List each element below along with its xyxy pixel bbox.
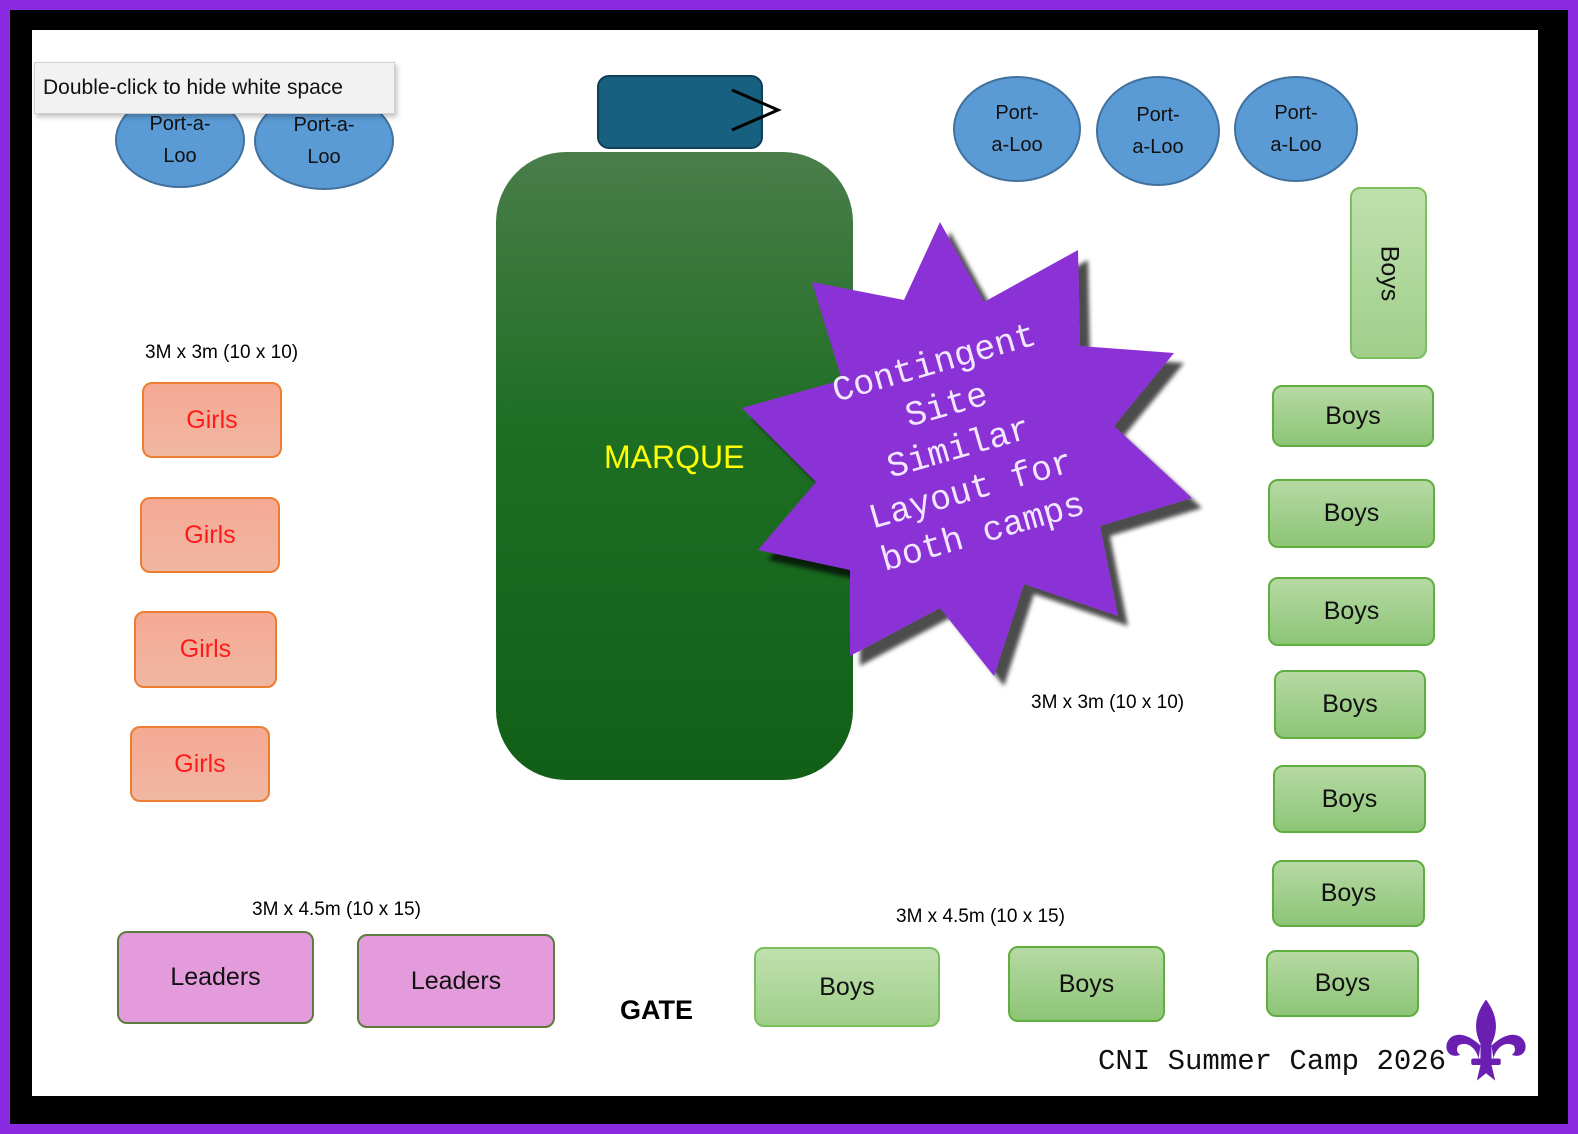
camp-title: CNI Summer Camp 2026: [1098, 1045, 1447, 1078]
arrow-icon: [731, 88, 782, 132]
girls-tent-3: Girls: [134, 611, 277, 688]
starburst-callout: Contingent Site Similar Layout for both …: [742, 222, 1192, 676]
hide-white-space-tooltip[interactable]: Double-click to hide white space: [34, 62, 395, 114]
leaders-tent-1: Leaders: [117, 931, 314, 1024]
boys-tent-r4: Boys: [1274, 670, 1426, 739]
boys-large-tent-size: 3M x 4.5m (10 x 15): [896, 906, 1065, 927]
leaders-tent-2: Leaders: [357, 934, 555, 1028]
porta-loo-4: Port-a-Loo: [1096, 76, 1220, 186]
boys-tent-size: 3M x 3m (10 x 10): [1031, 692, 1185, 713]
girls-tent-2: Girls: [140, 497, 280, 573]
boys-tent-r5: Boys: [1273, 765, 1426, 833]
entrance-block: [597, 75, 763, 149]
boys-tent-r2: Boys: [1268, 479, 1435, 548]
boys-tent-r1: Boys: [1272, 385, 1434, 447]
boys-tent-r3: Boys: [1268, 577, 1435, 646]
boys-tent-r6: Boys: [1272, 860, 1425, 927]
boys-tent-vertical: Boys: [1350, 187, 1427, 359]
boys-tent-b2: Boys: [1008, 946, 1165, 1022]
marque-tent: MARQUE: [496, 152, 853, 780]
girls-tent-size: 3M x 3m (10 x 10): [145, 342, 299, 363]
girls-tent-1: Girls: [142, 382, 282, 458]
fleur-de-lis-icon: [1446, 999, 1526, 1081]
boys-tent-b1: Boys: [754, 947, 940, 1027]
boys-tent-r7: Boys: [1266, 950, 1419, 1017]
porta-loo-3: Port-a-Loo: [953, 76, 1081, 182]
leaders-tent-size: 3M x 4.5m (10 x 15): [252, 899, 421, 920]
gate-label: GATE: [620, 995, 693, 1025]
girls-tent-4: Girls: [130, 726, 270, 802]
porta-loo-5: Port-a-Loo: [1234, 76, 1358, 182]
marque-label: MARQUE: [604, 439, 745, 475]
